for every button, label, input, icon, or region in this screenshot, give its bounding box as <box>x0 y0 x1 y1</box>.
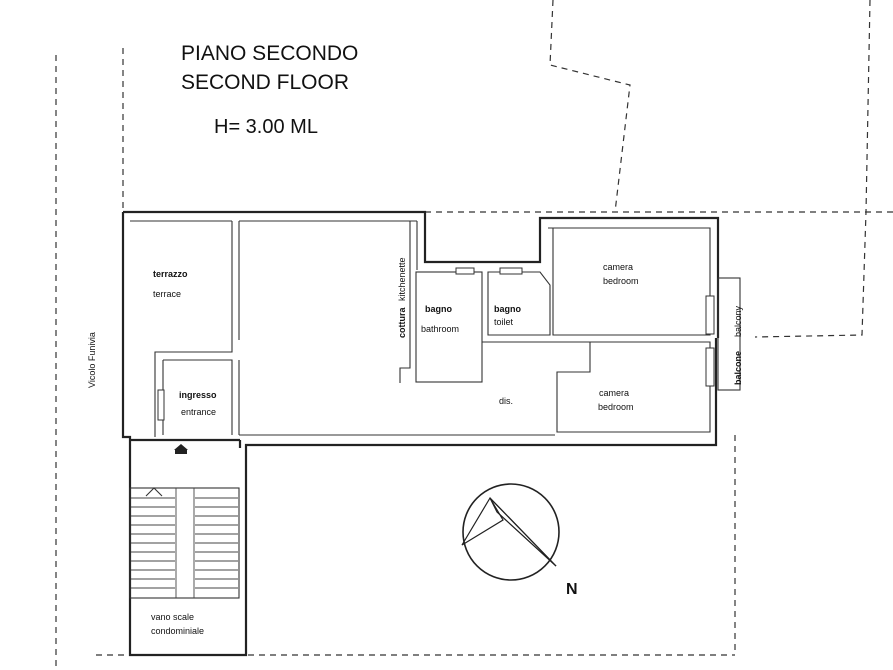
entry-door-marker <box>174 444 188 454</box>
property-boundary <box>55 0 893 670</box>
bedroom1-label-en: bedroom <box>603 276 639 286</box>
terrace-label-it: terrazzo <box>153 269 188 279</box>
balcony-label-en: balcony <box>733 305 743 337</box>
street-name: Vicolo Funivia <box>87 332 97 388</box>
terrace-label-en: terrace <box>153 289 181 299</box>
corridor-label: dis. <box>499 396 513 406</box>
toilet-label-it: bagno <box>494 304 521 314</box>
north-compass <box>461 483 560 581</box>
bedroom1-label-it: camera <box>603 262 633 272</box>
title-english: SECOND FLOOR <box>181 71 349 94</box>
stairwell-label-2: condominiale <box>151 626 204 636</box>
title-italian: PIANO SECONDO <box>181 42 358 65</box>
toilet-label-en: toilet <box>494 317 514 327</box>
bedroom2-label-it: camera <box>599 388 629 398</box>
entrance-label-en: entrance <box>181 407 216 417</box>
ceiling-height: H= 3.00 ML <box>214 116 318 138</box>
windows <box>157 267 715 421</box>
bathroom-label-it: bagno <box>425 304 452 314</box>
staircase <box>129 487 240 599</box>
outer-walls <box>121 210 720 657</box>
entrance-label-it: ingresso <box>179 390 217 400</box>
interior-walls <box>130 220 741 437</box>
kitchenette-label-it: cottura <box>397 307 407 338</box>
north-label: N <box>566 581 578 598</box>
balcony-label-it: balcone <box>733 351 743 385</box>
stairwell-label-1: vano scale <box>151 612 194 622</box>
bedroom2-label-en: bedroom <box>598 402 634 412</box>
bathroom-label-en: bathroom <box>421 324 459 334</box>
kitchenette-label-en: kitchenette <box>397 257 407 301</box>
